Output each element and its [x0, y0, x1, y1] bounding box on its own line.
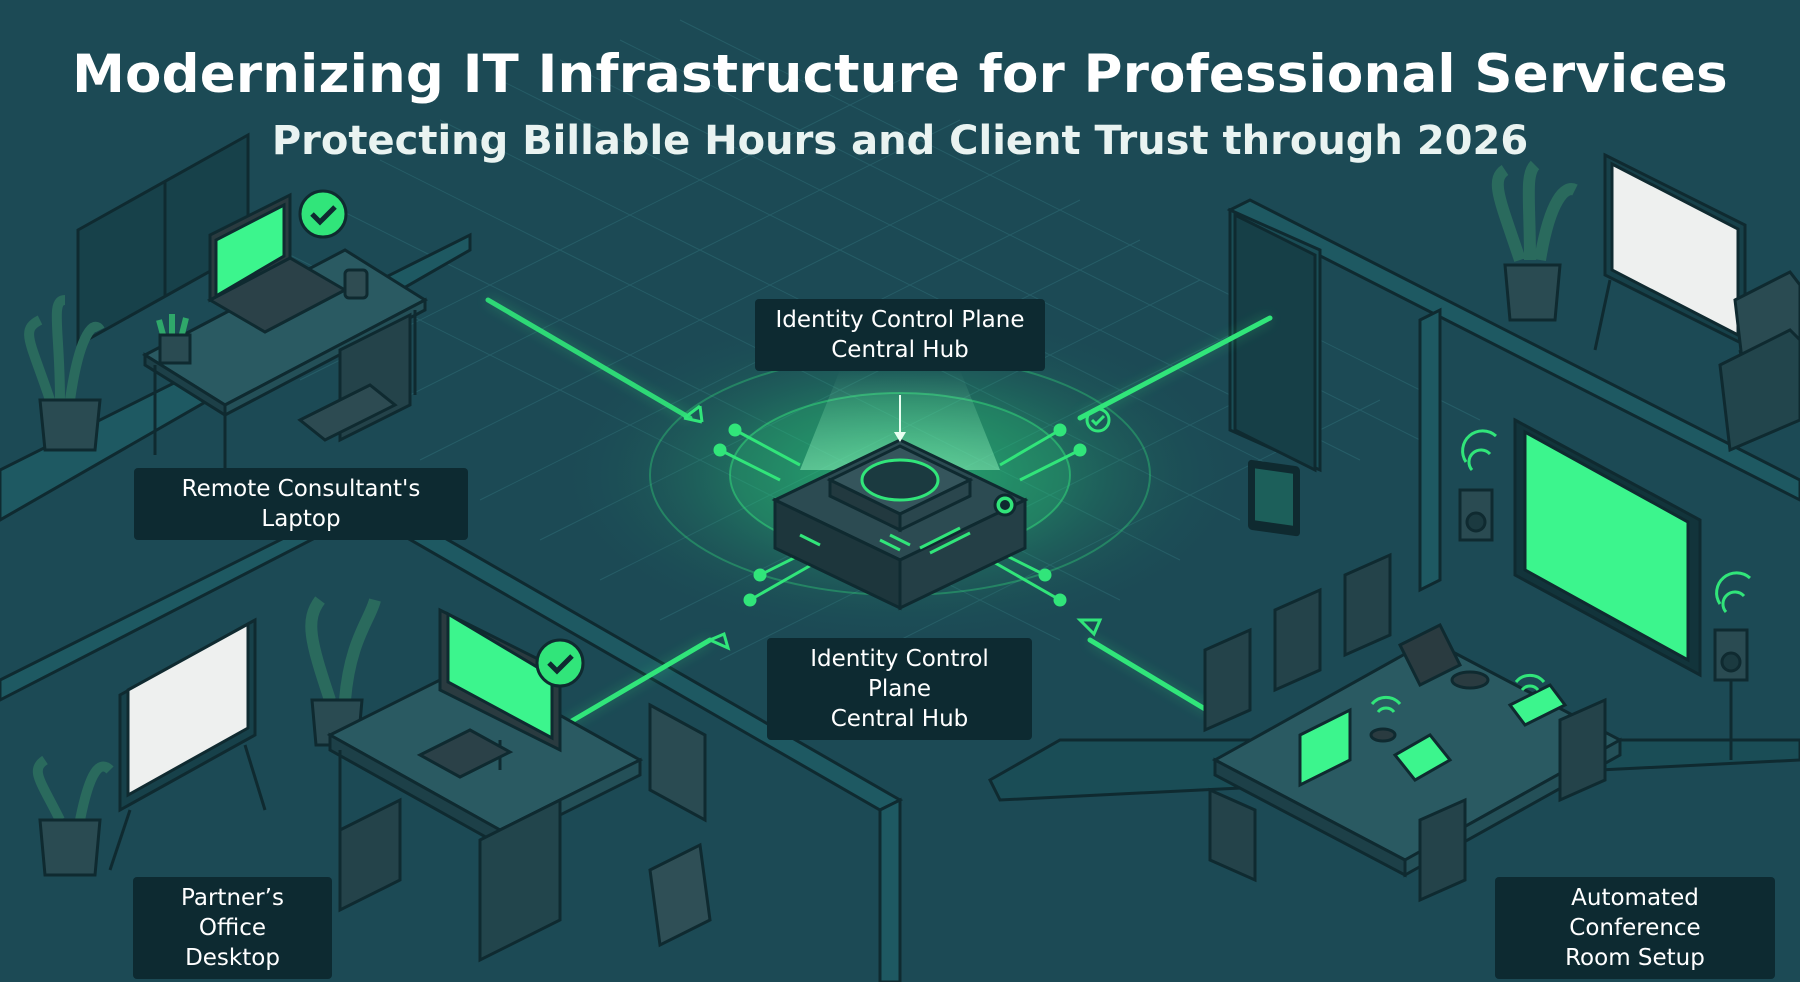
page-subtitle: Protecting Billable Hours and Client Tru…	[271, 118, 1529, 164]
node-icons	[683, 404, 1111, 651]
check-icon	[298, 189, 348, 239]
hub-label-top: Identity Control Plane Central Hub	[755, 299, 1045, 371]
conference-room-label: Automated Conference Room Setup	[1495, 877, 1775, 979]
wifi-icons	[1370, 429, 1752, 714]
partner-desktop-label: Partner’s Office Desktop	[133, 877, 332, 979]
page-title: Modernizing IT Infrastructure for Profes…	[72, 44, 1728, 105]
circuit-traces	[713, 423, 1087, 607]
remote-desk	[76, 132, 429, 470]
remote-laptop-label: Remote Consultant's Laptop	[134, 468, 468, 540]
central-hub-device	[771, 438, 1029, 611]
wall-control-panel	[1248, 459, 1300, 537]
conference-room	[1203, 152, 1800, 903]
hub-label-bottom: Identity Control Plane Central Hub	[767, 638, 1032, 740]
partner-office	[32, 596, 712, 963]
door	[1233, 212, 1317, 473]
plant-left-top	[24, 295, 192, 452]
check-icon-2	[535, 638, 585, 688]
